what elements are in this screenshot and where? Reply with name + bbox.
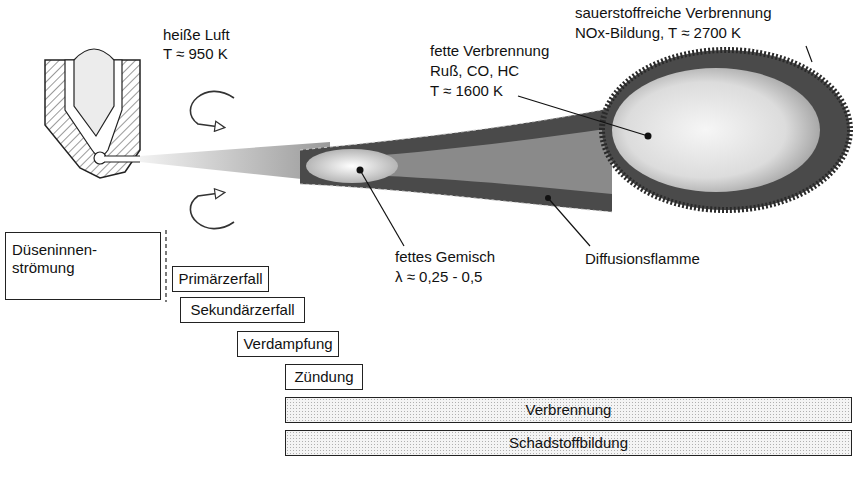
- stage-name: Verdampfung: [243, 335, 332, 353]
- leader-lines: [360, 46, 812, 246]
- annotation-label: fettes Gemisch: [395, 248, 495, 266]
- annotation-label: λ ≈ 0,25 - 0,5: [395, 268, 482, 286]
- annotation-label: NOx-Bildung, T ≈ 2700 K: [575, 24, 741, 42]
- annotation-label: fette Verbrennung: [430, 42, 549, 60]
- annotation-label: T ≈ 950 K: [163, 45, 228, 63]
- stage-name: Düseninnen- strömung: [12, 241, 107, 277]
- stage-name: Zündung: [294, 368, 353, 386]
- annotation-label: sauerstoffreiche Verbrennung: [575, 4, 772, 22]
- stage-box: Zündung: [285, 364, 363, 390]
- stage-box: Primärzerfall: [172, 266, 269, 292]
- nozzle: [45, 49, 140, 178]
- stage-name: Primärzerfall: [178, 270, 262, 288]
- stage-name: Schadstoffbildung: [509, 434, 628, 452]
- stage-name: Sekundärzerfall: [190, 301, 294, 319]
- stage-box: Verbrennung: [285, 397, 852, 423]
- stage-box: Schadstoffbildung: [285, 430, 852, 456]
- annotation-label: Diffusionsflamme: [585, 250, 700, 268]
- stage-box: Sekundärzerfall: [180, 297, 305, 323]
- air-arrow: [190, 91, 234, 127]
- annotation-label: Ruß, CO, HC: [430, 62, 519, 80]
- stage-box: Verdampfung: [237, 331, 339, 357]
- stage-name: Verbrennung: [526, 401, 612, 419]
- spray-flame: [140, 50, 850, 212]
- air-arrow: [190, 193, 234, 229]
- leader-dots: [357, 133, 652, 202]
- annotation-label: heiße Luft: [163, 26, 230, 44]
- annotation-label: T ≈ 1600 K: [430, 82, 503, 100]
- separator-line: [165, 230, 166, 302]
- stage-box: Düseninnen- strömung: [5, 232, 161, 300]
